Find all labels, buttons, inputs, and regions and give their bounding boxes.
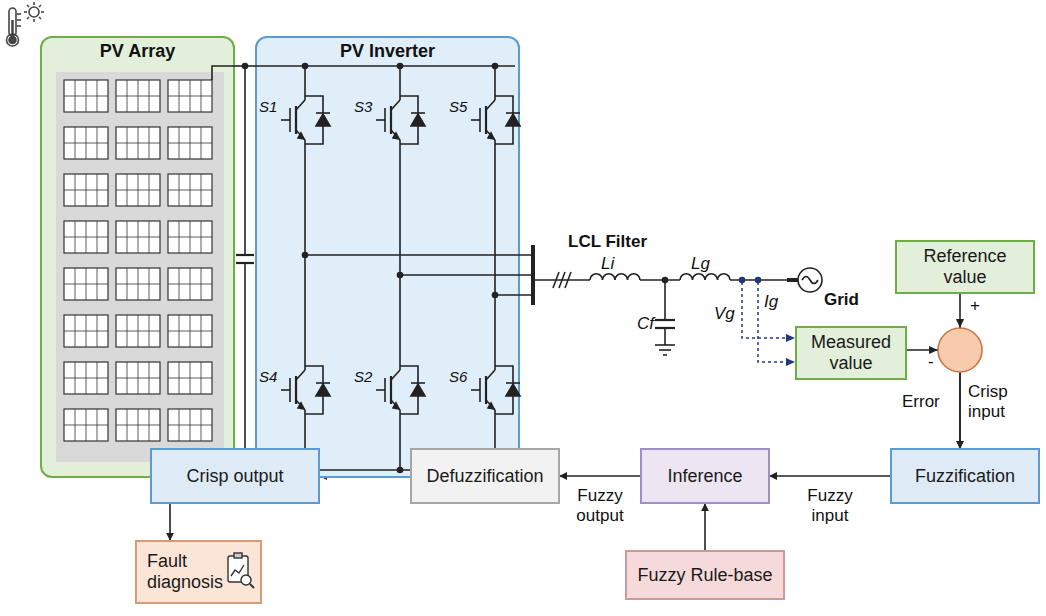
rule-base-box: Fuzzy Rule-base bbox=[625, 550, 785, 600]
annotation-label: Vg bbox=[714, 304, 735, 324]
edge-label: Fuzzy output bbox=[566, 486, 634, 525]
annotation-label: Grid bbox=[824, 290, 859, 310]
annotation-label: Lg bbox=[691, 254, 710, 274]
flow-arrow bbox=[704, 504, 706, 550]
box-label: Fuzzification bbox=[915, 466, 1015, 487]
process-box: Defuzzification bbox=[410, 448, 560, 504]
panel-title: PV Array bbox=[42, 41, 233, 62]
flow-arrow bbox=[560, 475, 640, 477]
box-label: Measured value bbox=[805, 332, 897, 373]
lcl-filter bbox=[533, 245, 822, 355]
annotation-label: Ig bbox=[764, 292, 778, 312]
process-box: Inference bbox=[640, 448, 770, 504]
box-label: Defuzzification bbox=[426, 466, 543, 487]
box-label: Crisp output bbox=[186, 466, 283, 487]
annotation-label: Li bbox=[601, 254, 614, 274]
pv-array-panel: PV Array bbox=[40, 36, 235, 478]
annotation-label: + bbox=[970, 296, 980, 316]
box-label: Reference value bbox=[910, 246, 1020, 287]
measurement-box: Measured value bbox=[795, 326, 907, 380]
switch-label: S3 bbox=[354, 98, 372, 115]
reference-box: Reference value bbox=[895, 240, 1035, 294]
measurement-arrowheads bbox=[786, 334, 795, 366]
switch-label: S2 bbox=[354, 368, 372, 385]
switch-label: S5 bbox=[449, 98, 467, 115]
weather-icon bbox=[7, 2, 45, 46]
dc-capacitor bbox=[236, 64, 254, 473]
process-box: Fuzzification bbox=[890, 448, 1040, 504]
annotation-label: Crisp input bbox=[968, 382, 1024, 421]
annotation-label: LCL Filter bbox=[568, 232, 647, 252]
edge-label: Fuzzy input bbox=[796, 486, 864, 525]
switch-label: S6 bbox=[449, 368, 467, 385]
inverter-panel: PV Inverter bbox=[255, 36, 520, 478]
box-label: Inference bbox=[667, 466, 742, 487]
diagnosis-box: Fault diagnosis bbox=[135, 540, 262, 604]
switch-label: S4 bbox=[259, 368, 277, 385]
annotation-label: Cf bbox=[637, 314, 654, 334]
box-label: Fuzzy Rule-base bbox=[637, 565, 772, 586]
flow-arrow bbox=[770, 475, 890, 477]
switch-label: S1 bbox=[259, 98, 277, 115]
annotation-label: - bbox=[928, 352, 934, 372]
measurement-lines bbox=[742, 282, 786, 362]
panel-title: PV Inverter bbox=[257, 41, 518, 62]
output-box: Crisp output bbox=[150, 448, 320, 504]
flow-arrow bbox=[169, 504, 171, 540]
box-label: Fault diagnosis bbox=[147, 551, 224, 592]
annotation-label: Error bbox=[902, 392, 940, 412]
